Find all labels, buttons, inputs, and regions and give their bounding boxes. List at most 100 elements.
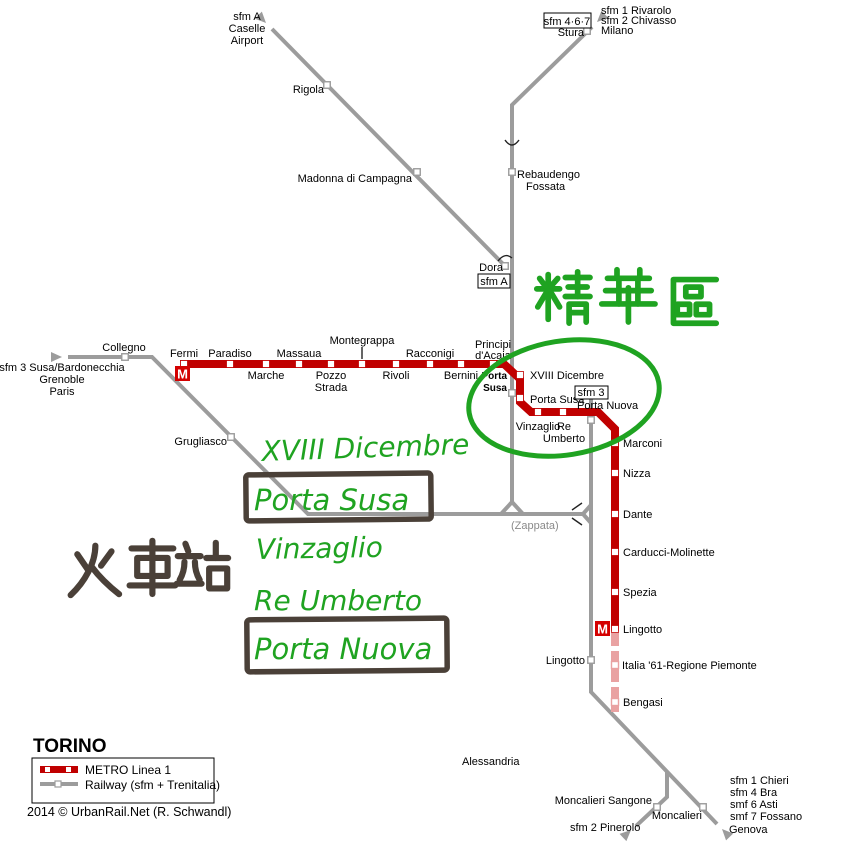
handwritten-vinzaglio: Vinzaglio	[256, 531, 384, 566]
handwritten-porta-nuova: Porta Nuova	[254, 632, 432, 666]
label-lingotto-metro: Lingotto	[623, 624, 662, 636]
annotation-prime-area-char-2	[598, 266, 658, 325]
label-umberto: Umberto	[543, 433, 585, 445]
annotations: XVIII Dicembre Porta Susa Vinzaglio Re U…	[67, 266, 720, 675]
marker-porta-susa-metro	[516, 394, 524, 402]
sfm-3-box-frame	[574, 385, 609, 400]
label-madonna-di-campagna: Madonna di Campagna	[298, 173, 413, 185]
stroke	[548, 275, 561, 289]
label-bernini: Bernini	[444, 370, 478, 382]
dest-milano-1: sfm 1 Rivarolo	[601, 5, 671, 17]
metro-line-1	[180, 360, 619, 631]
metro-logo-icon	[175, 366, 190, 381]
legend-metro-sample-marker	[45, 767, 50, 772]
label-massaua: Massaua	[277, 348, 323, 360]
marker-spezia	[611, 588, 619, 596]
marker-racconigi	[426, 360, 434, 368]
sfm-467-box: sfm 4·6·7	[543, 12, 592, 29]
stroke	[97, 548, 115, 569]
railway-south-line	[589, 390, 719, 826]
annotation-train-station-char-3	[173, 539, 232, 592]
legend-metro-sample	[40, 766, 78, 773]
dest-airport-1: sfm A	[233, 11, 261, 23]
dest-milano-2: sfm 2 Chivasso	[601, 15, 676, 27]
label-alessandria: Alessandria	[462, 756, 520, 768]
marker-bernini	[457, 360, 465, 368]
dest-south-5: Genova	[729, 824, 768, 836]
dest-west-3: Paris	[49, 386, 75, 398]
handwritten-xviii-dicembre: XVIII Dicembre	[259, 428, 470, 468]
label-rigola: Rigola	[293, 84, 325, 96]
label-montegrappa: Montegrappa	[330, 335, 396, 347]
marker-bengasi	[610, 697, 620, 707]
railway-arrowheads	[51, 10, 734, 842]
dest-south-2: sfm 4 Bra	[730, 787, 778, 799]
dest-south-1: sfm 1 Chieri	[730, 775, 789, 787]
arrow-pinerolo	[619, 830, 631, 842]
annotation-prime-area-char-1	[533, 268, 593, 326]
metro-logo-lingotto: M	[595, 621, 610, 637]
stroke	[206, 565, 231, 592]
marker-rebaudengo-fossata	[508, 168, 516, 176]
bridge-mark-zappata	[571, 502, 583, 526]
marker-madonna-di-campagna	[413, 168, 421, 176]
legend-box	[31, 757, 215, 804]
label-fs-susa: Susa	[483, 383, 507, 394]
label-collegno: Collegno	[102, 342, 145, 354]
label-fermi: Fermi	[170, 348, 198, 360]
label-spezia: Spezia	[623, 587, 658, 599]
label-lingotto-fs: Lingotto	[546, 655, 585, 667]
label-strada: Strada	[315, 382, 348, 394]
label-rebaudengo: Rebaudengo	[517, 169, 580, 181]
bridge-mark-dora	[497, 254, 513, 262]
metro-logo-letter: M	[597, 622, 608, 637]
stroke	[88, 563, 123, 598]
marker-moncalieri	[699, 803, 707, 811]
chinese-annotations	[67, 266, 720, 599]
railway-pinerolo-branch	[634, 772, 669, 828]
label-moncalieri-sangone: Moncalieri Sangone	[555, 795, 652, 807]
handwritten-box-porta-susa	[243, 470, 434, 524]
stroke	[536, 275, 549, 289]
bridge-marks	[497, 139, 583, 526]
legend-railway-sample-marker	[54, 780, 62, 788]
dest-airport-3: Airport	[231, 35, 263, 47]
dest-west-1: sfm 3 Susa/Bardonecchia	[0, 362, 126, 374]
station-markers	[121, 27, 707, 811]
legend-metro-sample-marker	[66, 767, 71, 772]
marker-vinzaglio	[534, 408, 542, 416]
stroke	[191, 558, 203, 583]
railway-junction-delta	[499, 500, 525, 516]
annotation-train-station-char-2	[126, 537, 179, 598]
stroke	[134, 554, 171, 580]
sfm-467-box-frame	[543, 12, 592, 29]
marker-massaua	[295, 360, 303, 368]
marker-xviii-dicembre	[516, 371, 524, 379]
marker-lingotto-fs	[587, 656, 595, 664]
label-pozzo: Pozzo	[316, 370, 347, 382]
marker-lingotto-metro	[611, 625, 619, 633]
marker-moncalieri-sangone	[653, 803, 661, 811]
handwritten-box-porta-nuova	[244, 615, 450, 675]
sfm-a-box: sfm A	[477, 273, 511, 289]
arrow-west	[51, 352, 62, 362]
stroke	[534, 289, 550, 310]
marker-collegno	[121, 353, 129, 361]
marker-grugliasco	[227, 433, 235, 441]
stroke	[176, 558, 188, 583]
dest-west-2: Grenoble	[39, 374, 84, 386]
stroke	[693, 301, 713, 318]
label-rivoli: Rivoli	[383, 370, 410, 382]
handwritten-re-umberto: Re Umberto	[254, 584, 422, 617]
marker-stura	[583, 27, 591, 35]
annotation-prime-area-char-3	[670, 276, 720, 327]
handwritten-porta-susa: Porta Susa	[254, 483, 409, 517]
marker-re-umberto	[559, 408, 567, 416]
marker-dora	[501, 262, 509, 270]
metro-logo-fermi: M	[175, 366, 190, 382]
label-dora: Dora	[479, 262, 504, 274]
label-racconigi: Racconigi	[406, 348, 454, 360]
